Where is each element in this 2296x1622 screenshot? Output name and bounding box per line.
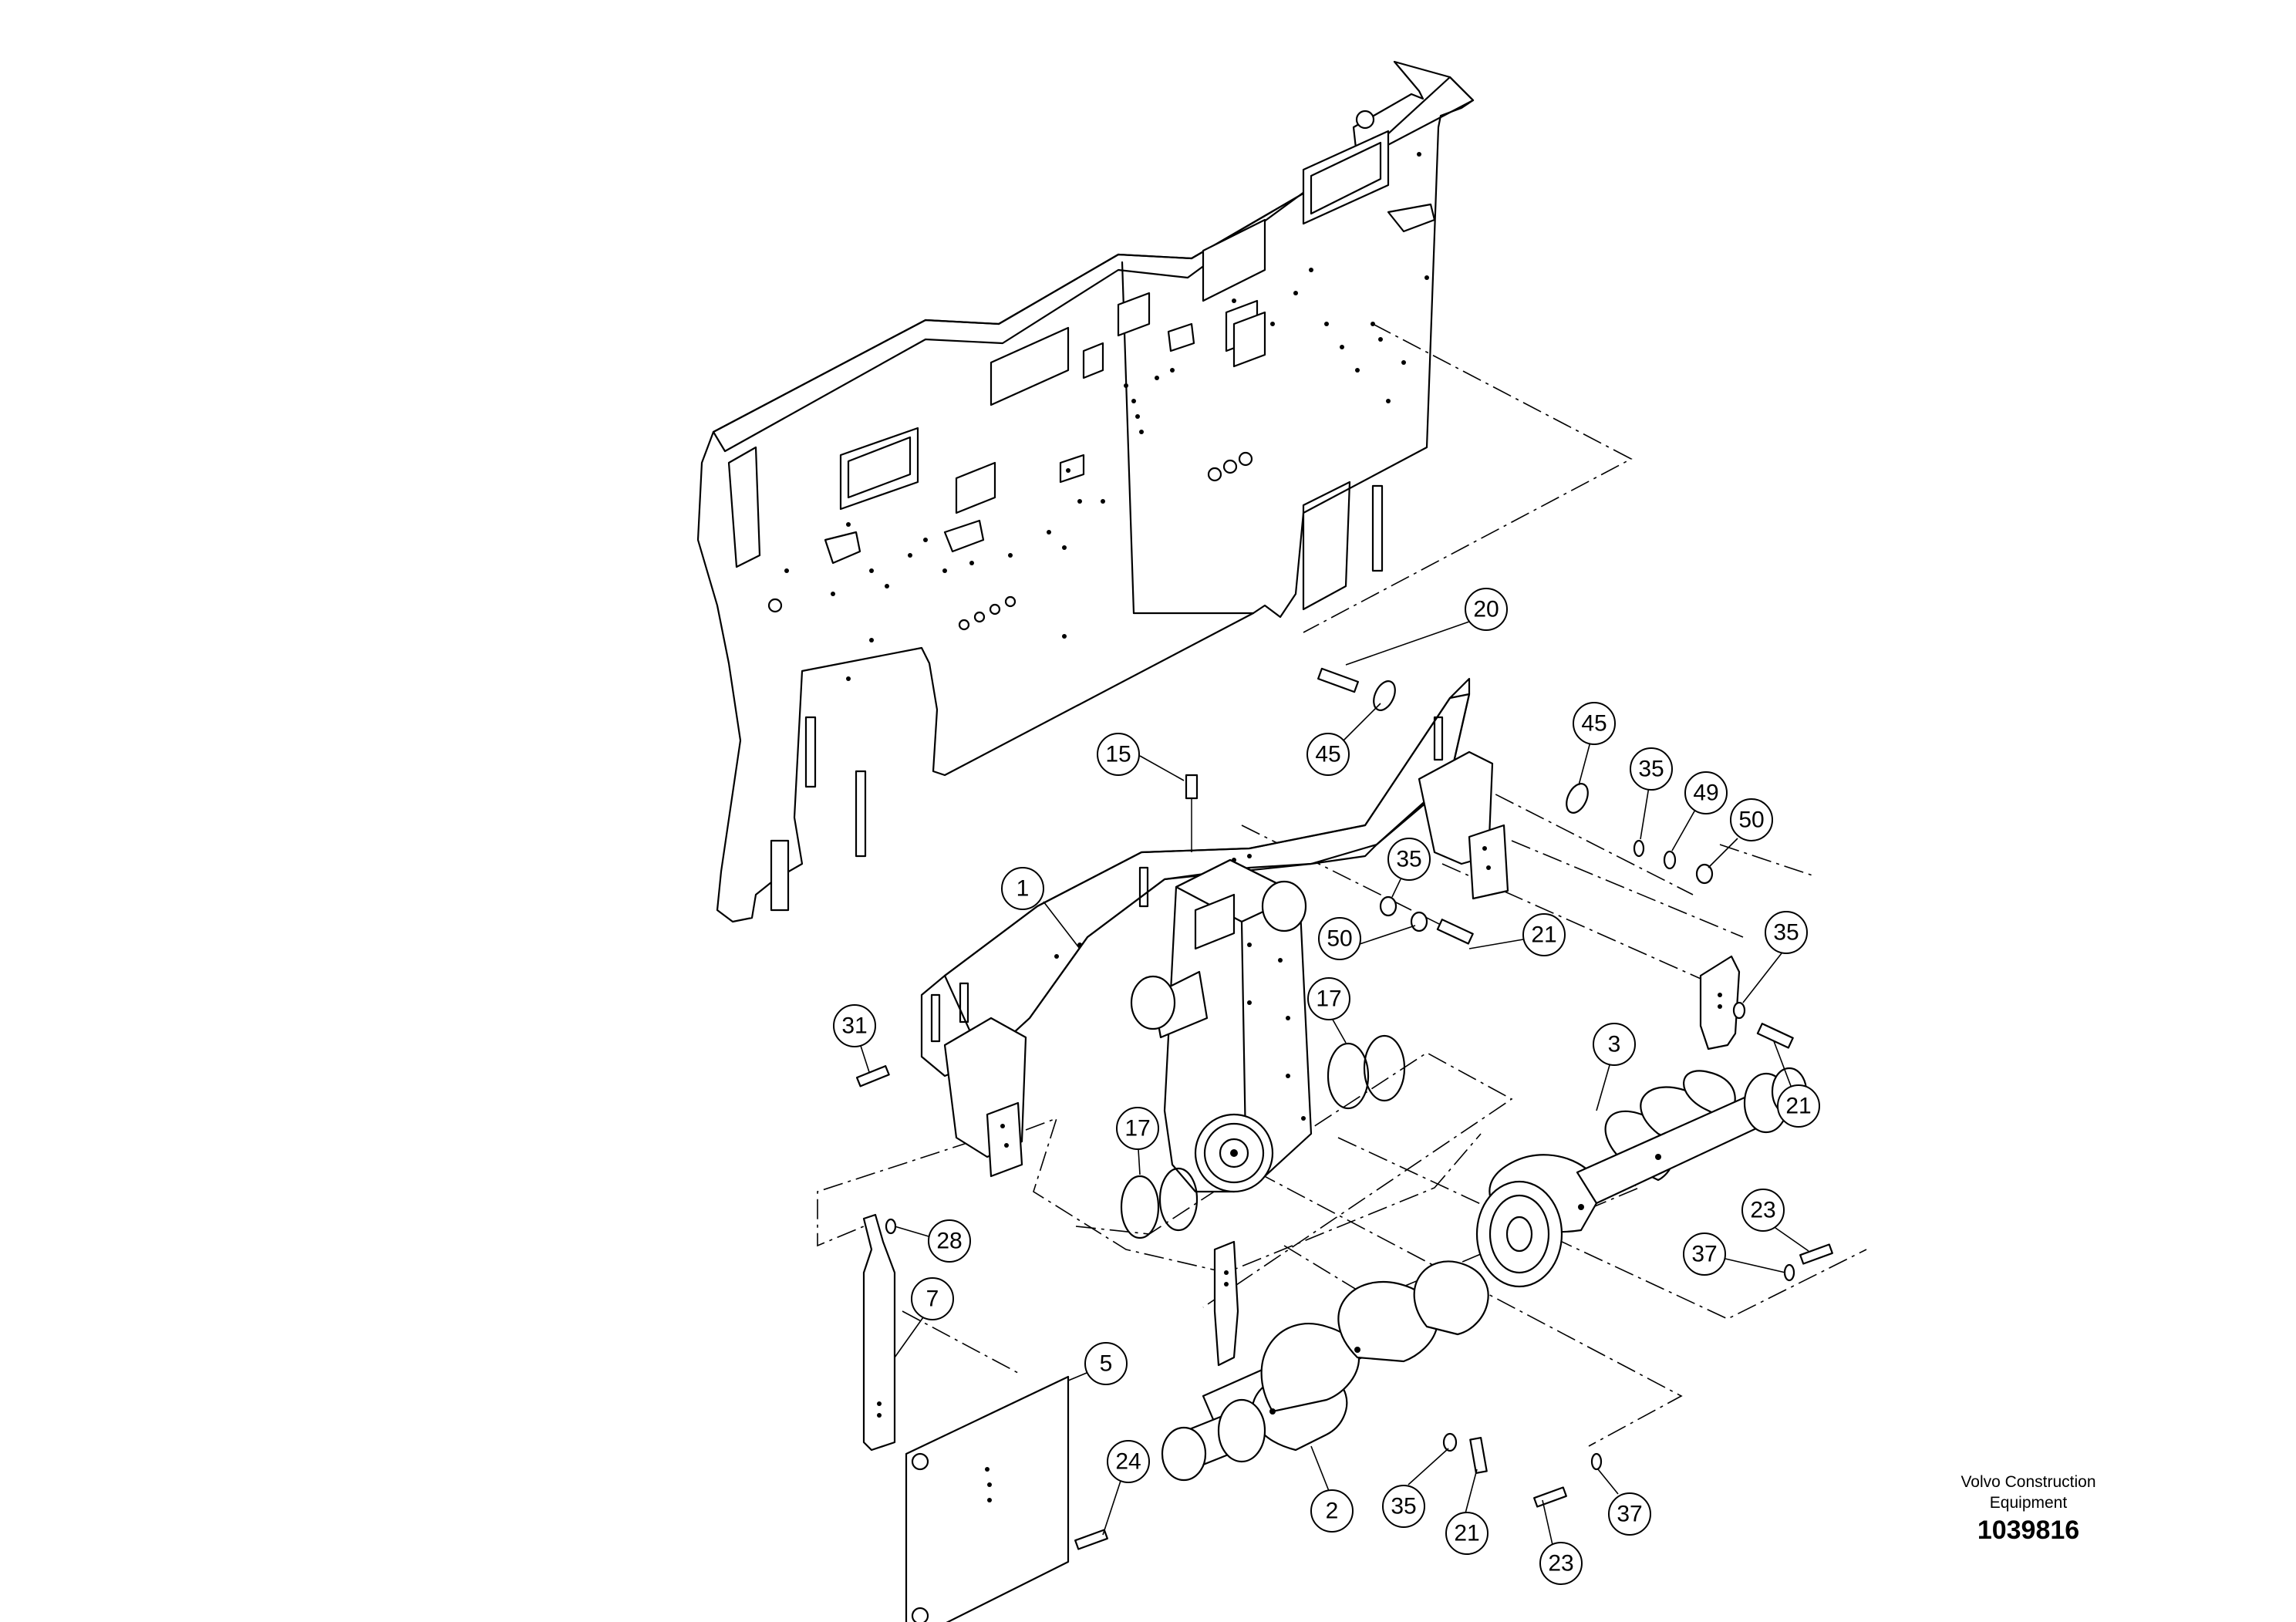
callout-label: 7 <box>926 1286 939 1312</box>
frame-holes <box>784 152 1429 681</box>
callout-label: 28 <box>936 1229 962 1254</box>
auger-right <box>1475 955 1808 1288</box>
callout-3: 3 <box>1593 1023 1636 1066</box>
callout-21: 21 <box>1445 1512 1489 1555</box>
callout-37: 37 <box>1683 1233 1726 1276</box>
pin-assembly-upper <box>1317 667 1714 885</box>
callout-label: 23 <box>1750 1198 1775 1223</box>
callout-24: 24 <box>1107 1440 1150 1483</box>
callout-28: 28 <box>928 1219 971 1263</box>
callout-label: 37 <box>1691 1242 1717 1267</box>
callout-15: 15 <box>1097 733 1140 776</box>
callout-label: 45 <box>1581 711 1607 737</box>
callout-label: 49 <box>1693 781 1718 806</box>
callout-label: 35 <box>1391 1494 1416 1519</box>
callout-label: 1 <box>1017 876 1030 902</box>
o-rings <box>1120 1034 1406 1239</box>
callout-label: 50 <box>1327 926 1352 952</box>
callout-45: 45 <box>1573 702 1616 745</box>
callout-label: 31 <box>841 1013 867 1039</box>
callout-label: 17 <box>1124 1116 1150 1141</box>
callout-23: 23 <box>1539 1542 1583 1585</box>
callout-35: 35 <box>1382 1485 1425 1528</box>
callout-label: 24 <box>1115 1449 1141 1475</box>
callout-37: 37 <box>1608 1492 1651 1536</box>
callout-label: 5 <box>1100 1351 1113 1377</box>
document-number: 1039816 <box>1977 1516 2080 1545</box>
company-line-1: Volvo Construction <box>1961 1473 2096 1491</box>
callout-label: 17 <box>1316 986 1341 1012</box>
callout-label: 3 <box>1608 1032 1621 1057</box>
auger-left <box>1161 1240 1833 1508</box>
callout-45: 45 <box>1306 733 1350 776</box>
callout-23: 23 <box>1741 1189 1785 1232</box>
callout-label: 15 <box>1105 742 1131 767</box>
callout-20: 20 <box>1465 588 1508 631</box>
callout-2: 2 <box>1310 1489 1354 1533</box>
callout-label: 50 <box>1738 808 1764 833</box>
callout-label: 21 <box>1531 922 1556 948</box>
callout-21: 21 <box>1777 1084 1820 1128</box>
callout-21: 21 <box>1522 913 1566 956</box>
main-bracket <box>920 677 1509 1178</box>
fasteners-centre <box>1379 895 1474 945</box>
callout-label: 23 <box>1548 1551 1573 1576</box>
callout-label: 35 <box>1638 757 1664 782</box>
callout-17: 17 <box>1116 1107 1159 1150</box>
leader-lines <box>860 621 1809 1546</box>
callout-49: 49 <box>1684 771 1728 814</box>
side-plate <box>862 1213 1108 1622</box>
callout-label: 21 <box>1785 1094 1811 1119</box>
callout-label: 2 <box>1326 1499 1339 1524</box>
callout-50: 50 <box>1318 917 1361 960</box>
callout-label: 21 <box>1454 1521 1479 1546</box>
main-frame <box>696 60 1475 923</box>
callout-31: 31 <box>833 1004 876 1047</box>
company-name: Volvo Construction Equipment <box>1882 1472 2175 1513</box>
callout-35: 35 <box>1387 838 1431 881</box>
callout-label: 37 <box>1617 1502 1642 1527</box>
callout-label: 35 <box>1396 847 1421 872</box>
bolt-31 <box>855 1065 890 1088</box>
callout-35: 35 <box>1765 911 1808 954</box>
callout-label: 45 <box>1315 742 1340 767</box>
gearbox-housing <box>1130 858 1313 1193</box>
callout-label: 20 <box>1473 597 1499 622</box>
callout-17: 17 <box>1307 977 1350 1020</box>
company-line-2: Equipment <box>1989 1494 2068 1512</box>
callout-7: 7 <box>911 1277 954 1320</box>
callout-1: 1 <box>1001 867 1044 910</box>
callout-50: 50 <box>1730 798 1773 841</box>
callout-label: 35 <box>1773 920 1799 946</box>
grease-nipple <box>1185 774 1199 852</box>
callout-5: 5 <box>1084 1342 1128 1385</box>
callout-35: 35 <box>1630 747 1673 791</box>
